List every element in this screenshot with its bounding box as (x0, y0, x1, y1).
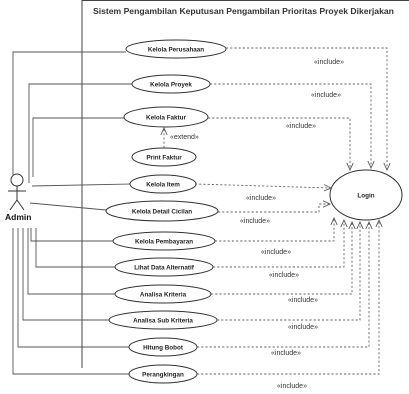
use-case-hitung-bobot[interactable]: Hitung Bobot (128, 337, 198, 357)
include-arrow-kelola-perusahaan (226, 47, 387, 170)
assoc-kelola-perusahaan (12, 51, 126, 175)
use-case-label: Kelola Proyek (150, 81, 192, 88)
include-arrow-analisa-kriteria (211, 222, 352, 295)
include-label: «include» (277, 383, 307, 390)
system-title: Sistem Pengambilan Keputusan Pengambilan… (93, 6, 394, 16)
include-arrow-analisa-sub-kriteria (217, 222, 360, 321)
include-arrow-kelola-pembayaran (215, 218, 334, 242)
use-case-kelola-perusahaan[interactable]: Kelola Perusahaan (125, 39, 227, 59)
assoc-kelola-proyek (28, 83, 132, 183)
include-label: «include» (240, 218, 270, 225)
include-label: «include» (269, 272, 299, 279)
stick-figure-icon (8, 173, 26, 211)
use-case-label: Kelola Perusahaan (148, 46, 204, 53)
system-boundary: Sistem Pengambilan Keputusan Pengambilan… (81, 0, 409, 368)
include-arrow-kelola-item (194, 183, 331, 188)
include-arrow-lihat-data-alternatif (213, 220, 344, 268)
use-case-label: Print Faktur (146, 154, 182, 161)
include-arrow-kelola-proyek (210, 83, 371, 168)
use-case-kelola-detail-cicilan[interactable]: Kelola Detail Cicilan (105, 200, 219, 222)
actor-admin[interactable]: Admin (5, 173, 31, 222)
include-label: «include» (311, 92, 341, 99)
include-label: «include» (261, 249, 291, 256)
use-case-label: Analisa Sub Kriteria (133, 317, 193, 324)
use-case-print-faktur[interactable]: Print Faktur (131, 147, 197, 167)
assoc-analisa-kriteria (27, 228, 115, 295)
assoc-kelola-item (31, 183, 131, 187)
include-label: «include» (288, 324, 318, 331)
use-case-label: Kelola Detail Cicilan (132, 208, 192, 215)
actor-label: Admin (5, 212, 31, 222)
assoc-kelola-pembayaran (30, 228, 113, 242)
use-case-kelola-pembayaran[interactable]: Kelola Pembayaran (112, 231, 216, 251)
include-label: «include» (286, 123, 316, 130)
use-case-label: Hitung Bobot (143, 344, 184, 351)
use-case-label: Kelola Faktur (146, 114, 186, 121)
include-label: «include» (288, 297, 318, 304)
assoc-kelola-faktur (32, 117, 125, 177)
associations (12, 51, 132, 375)
use-case-analisa-kriteria[interactable]: Analisa Kriteria (114, 284, 212, 304)
assoc-analisa-sub-kriteria (22, 228, 110, 321)
use-case-analisa-sub-kriteria[interactable]: Analisa Sub Kriteria (108, 310, 218, 330)
extend-label: «extend» (170, 134, 199, 141)
use-case-login[interactable]: Login (329, 169, 403, 221)
use-case-label: Kelola Item (146, 181, 180, 188)
relationship-labels: «include» «include» «include» «extend» «… (170, 59, 344, 390)
use-case-kelola-item[interactable]: Kelola Item (129, 174, 197, 194)
include-label: «include» (314, 59, 344, 66)
use-case-label: Login (357, 193, 374, 200)
use-case-kelola-faktur[interactable]: Kelola Faktur (123, 106, 209, 128)
include-arrow-kelola-faktur (208, 117, 350, 170)
use-case-label: Kelola Pembayaran (135, 238, 193, 245)
use-case-kelola-proyek[interactable]: Kelola Proyek (131, 74, 211, 94)
use-case-label: Perangkingan (142, 371, 184, 378)
assoc-perangkingan (12, 228, 130, 375)
include-arrow-perangkingan (197, 220, 379, 375)
use-case-perangkingan[interactable]: Perangkingan (128, 364, 198, 384)
use-case-label: Lihat Data Alternatif (134, 264, 194, 271)
include-label: «include» (271, 350, 301, 357)
use-case-label: Analisa Kriteria (140, 291, 187, 298)
include-label: «include» (246, 195, 276, 202)
assoc-hitung-bobot (17, 228, 130, 348)
assoc-lihat-data-alternatif (35, 228, 115, 268)
use-case-lihat-data-alternatif[interactable]: Lihat Data Alternatif (114, 257, 214, 277)
include-arrow-kelola-detail-cicilan (218, 204, 330, 213)
dependencies (164, 47, 387, 375)
assoc-kelola-detail-cicilan (29, 202, 107, 211)
